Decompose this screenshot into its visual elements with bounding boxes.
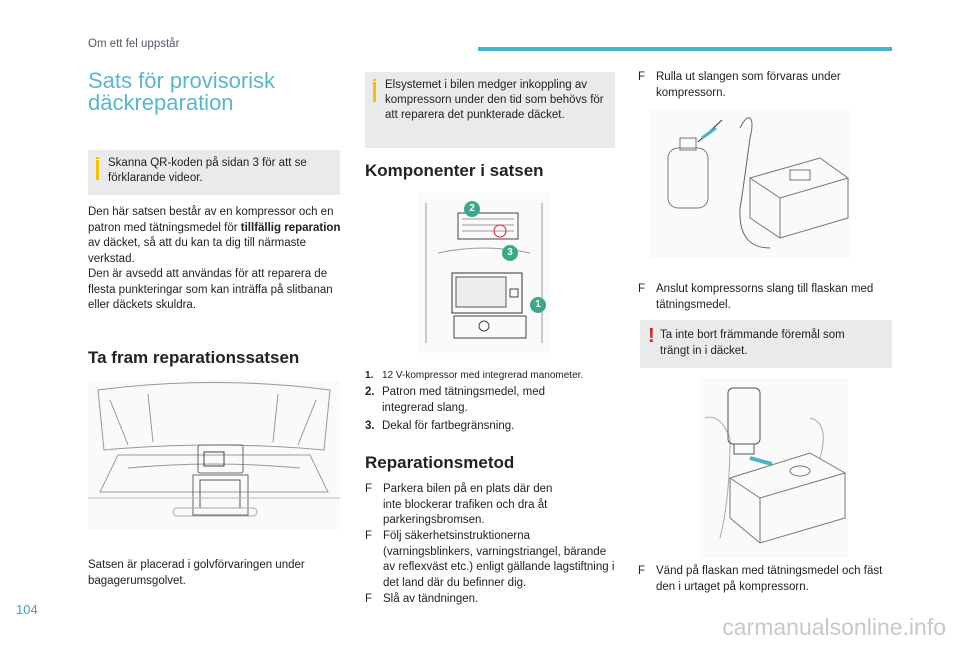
- component-item-3: 3. Dekal för fartbegränsning.: [365, 419, 605, 435]
- step-connect-hose: F Anslut kompressorns slang till flaskan…: [638, 282, 893, 314]
- warning-text: Ta inte bort främmande föremål som träng…: [660, 329, 845, 357]
- page-title-line2: däckreparation: [88, 90, 234, 115]
- list-text: Dekal för fartbegränsning.: [382, 420, 515, 432]
- info-icon-dot: [373, 79, 376, 81]
- info-box-qr: Skanna QR-koden på sidan 3 för att se fö…: [88, 150, 340, 195]
- step-unroll-hose: F Rulla ut slangen som förvaras under ko…: [638, 70, 893, 102]
- step-text: Vänd på flaskan med tätningsmedel och fä…: [656, 565, 883, 593]
- list-number: 1.: [365, 370, 374, 381]
- intro-bold-1: tillfällig: [240, 221, 282, 234]
- method-step-1: F Parkera bilen på en plats där den inte…: [365, 482, 605, 530]
- method-step-2: F Följ säkerhetsinstruktionerna (varning…: [365, 529, 620, 593]
- list-number: 3.: [365, 420, 375, 432]
- info-icon-dot: [96, 157, 99, 159]
- intro-text-2: Den är avsedd att användas för att repar…: [88, 268, 333, 311]
- watermark: carmanualsonline.info: [722, 614, 946, 640]
- bottle-illustration: [700, 378, 848, 558]
- bullet-symbol: F: [365, 593, 373, 605]
- info-box-electrical: Elsystemet i bilen medger inkoppling av …: [365, 72, 615, 148]
- bullet-symbol: F: [365, 530, 373, 542]
- callout-3: 3: [502, 245, 518, 261]
- intro-text-b: av däcket, så att du kan ta dig till när…: [88, 237, 306, 265]
- heading-components: Komponenter i satsen: [365, 161, 544, 180]
- info-text: Skanna QR-koden på sidan 3 för att se fö…: [108, 157, 307, 184]
- bullet-symbol: F: [638, 71, 646, 83]
- callout-1: 1: [530, 297, 546, 313]
- bullet-symbol: F: [365, 483, 373, 495]
- intro-bold-2: reparation: [284, 221, 341, 234]
- heading-method: Reparationsmetod: [365, 453, 515, 472]
- warning-box: ! Ta inte bort främmande föremål som trä…: [640, 320, 892, 368]
- list-text: 12 V-kompressor med integrerad manometer…: [382, 370, 584, 381]
- info-icon: [373, 82, 376, 102]
- heading-remove-kit: Ta fram reparationssatsen: [88, 348, 300, 367]
- section-header: Om ett fel uppstår: [88, 38, 180, 50]
- page-title-line1: Sats för provisorisk: [88, 68, 276, 93]
- kit-illustration: 2 3 1: [418, 193, 550, 353]
- step-text: Slå av tändningen.: [383, 593, 479, 605]
- info-text: Elsystemet i bilen medger inkoppling av …: [385, 79, 604, 121]
- step-text: Parkera bilen på en plats där den inte b…: [383, 483, 553, 526]
- callout-2: 2: [464, 201, 480, 217]
- page-number: 104: [16, 602, 38, 617]
- trunk-illustration: [88, 380, 340, 530]
- component-item-1: 1. 12 V-kompressor med integrerad manome…: [365, 368, 620, 384]
- bullet-symbol: F: [638, 283, 646, 295]
- method-step-3: F Slå av tändningen.: [365, 592, 605, 608]
- hose-illustration: [650, 108, 850, 258]
- step-text: Rulla ut slangen som förvaras under komp…: [656, 71, 841, 99]
- list-number: 2.: [365, 386, 375, 398]
- intro-paragraph: Den här satsen består av en kompressor o…: [88, 205, 344, 314]
- page-title: Sats för provisorisk däckreparation: [88, 70, 348, 114]
- step-turn-bottle: F Vänd på flaskan med tätningsmedel och …: [638, 564, 893, 596]
- trunk-caption: Satsen är placerad i golvförvaringen und…: [88, 559, 305, 587]
- header-accent-bar: [478, 47, 892, 51]
- bullet-symbol: F: [638, 565, 646, 577]
- step-text: Anslut kompressorns slang till flaskan m…: [656, 283, 874, 311]
- info-icon: [96, 160, 99, 180]
- list-text: Patron med tätningsmedel, med integrerad…: [382, 386, 546, 414]
- step-text: Följ säkerhetsinstruktionerna (varningsb…: [383, 530, 615, 589]
- component-item-2: 2. Patron med tätningsmedel, med integre…: [365, 385, 605, 417]
- intro-text-a: Den här satsen består av en kompressor o…: [88, 206, 334, 234]
- warning-icon: !: [648, 325, 655, 347]
